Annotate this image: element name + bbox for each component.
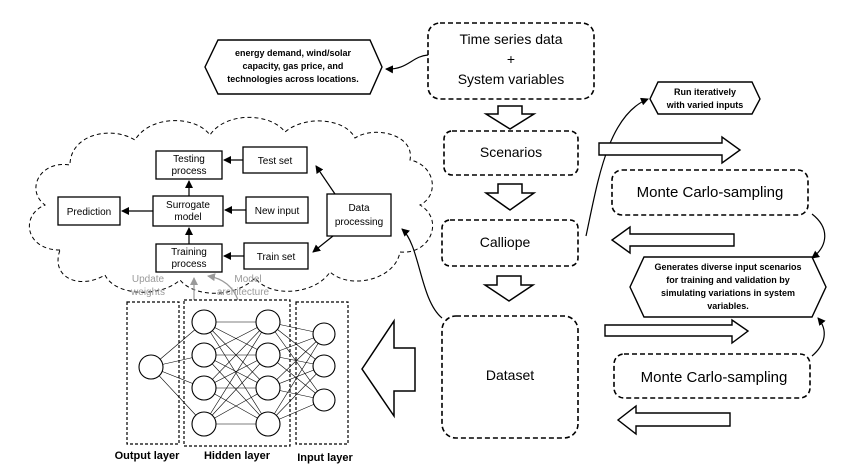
model-architecture-line2: architecture bbox=[217, 287, 270, 298]
dataset-to-network-arrow bbox=[361, 318, 416, 419]
dataset-box: Dataset bbox=[441, 315, 579, 439]
monte-carlo-bottom-box: Monte Carlo-sampling bbox=[613, 353, 811, 399]
iterate-note-line2: with varied inputs bbox=[666, 100, 744, 110]
generates-note-hexagon: Generates diverse input scenarios for tr… bbox=[629, 256, 827, 318]
training-process-box: Training process bbox=[155, 243, 223, 273]
output-layer-label: Output layer bbox=[115, 450, 181, 462]
timeseries-box: Time series data + System variables bbox=[427, 22, 595, 100]
down-arrow-1 bbox=[483, 105, 537, 130]
hidden-layer-box bbox=[183, 299, 291, 447]
test-set-label: Test set bbox=[258, 156, 293, 167]
generates-note-line2: for training and validation by bbox=[666, 275, 790, 285]
monte-carlo-top-box: Monte Carlo-sampling bbox=[611, 169, 809, 216]
surrogate-model-line1: Surrogate bbox=[166, 200, 210, 211]
monte-carlo-bottom-label: Monte Carlo-sampling bbox=[641, 369, 788, 386]
hidden2-node bbox=[255, 411, 281, 437]
montecarlo-to-generates-arrow bbox=[811, 213, 826, 259]
timeseries-line1: Time series data bbox=[460, 31, 563, 47]
scenarios-box: Scenarios bbox=[443, 130, 579, 176]
update-weights-annotation: Update weights bbox=[130, 274, 198, 300]
left-arrow-2 bbox=[616, 404, 731, 436]
model-architecture-line1: Model bbox=[234, 274, 261, 285]
monte-carlo-top-label: Monte Carlo-sampling bbox=[637, 184, 784, 201]
hidden2-node bbox=[255, 309, 281, 335]
hidden2-node bbox=[255, 342, 281, 368]
train-set-label: Train set bbox=[257, 252, 296, 263]
new-input-label: New input bbox=[255, 206, 300, 217]
hidden1-node bbox=[191, 375, 217, 401]
hidden2-node bbox=[255, 375, 281, 401]
generates-note-line1: Generates diverse input scenarios bbox=[654, 262, 801, 272]
prediction-label: Prediction bbox=[67, 207, 111, 218]
training-process-line1: Training bbox=[171, 247, 207, 258]
timeseries-line2: + bbox=[507, 51, 515, 67]
surrogate-model-line2: model bbox=[174, 212, 201, 223]
new-input-box: New input bbox=[245, 196, 309, 224]
train-set-box: Train set bbox=[243, 242, 309, 270]
hidden1-node bbox=[191, 342, 217, 368]
calliope-to-iterate-arrow bbox=[585, 97, 649, 237]
training-process-line2: process bbox=[171, 259, 206, 270]
output-node bbox=[138, 354, 164, 380]
hidden1-node bbox=[191, 411, 217, 437]
network-connections bbox=[150, 321, 325, 425]
scenarios-label: Scenarios bbox=[480, 144, 542, 160]
right-arrow-2 bbox=[604, 318, 750, 345]
down-arrow-3 bbox=[482, 275, 536, 302]
output-layer-box bbox=[126, 301, 180, 445]
prediction-box: Prediction bbox=[57, 196, 121, 226]
input-layer-label: Input layer bbox=[297, 452, 353, 464]
generates-to-montecarlo-arrow bbox=[811, 317, 826, 357]
network-nodes bbox=[138, 309, 336, 437]
dataset-label: Dataset bbox=[486, 367, 534, 383]
testing-process-line2: process bbox=[171, 166, 206, 177]
calliope-box: Calliope bbox=[441, 219, 579, 267]
calliope-label: Calliope bbox=[480, 234, 531, 250]
hidden1-node bbox=[191, 309, 217, 335]
left-arrow-1 bbox=[610, 225, 735, 255]
timeseries-line3: System variables bbox=[458, 71, 565, 87]
inputs-note-line3: technologies across locations. bbox=[227, 74, 359, 84]
update-weights-line1: Update bbox=[132, 274, 165, 285]
dataset-to-processing-arrow bbox=[401, 228, 443, 319]
right-arrow-1 bbox=[598, 135, 742, 165]
inputs-note-hexagon: energy demand, wind/solar capacity, gas … bbox=[204, 39, 383, 95]
timeseries-to-note-arrow bbox=[385, 54, 429, 74]
testing-process-line1: Testing bbox=[173, 154, 205, 165]
input-layer-box bbox=[295, 301, 349, 445]
hidden-layer-label: Hidden layer bbox=[204, 450, 271, 462]
surrogate-model-box: Surrogate model bbox=[152, 195, 224, 227]
update-weights-line2: weights bbox=[130, 287, 165, 298]
iterate-note-hexagon: Run iteratively with varied inputs bbox=[649, 81, 761, 115]
iterate-note-line1: Run iteratively bbox=[674, 87, 736, 97]
input-node bbox=[312, 322, 336, 346]
input-node bbox=[312, 354, 336, 378]
surrogate-cloud bbox=[28, 116, 433, 294]
input-node bbox=[312, 388, 336, 412]
inputs-note-line1: energy demand, wind/solar bbox=[235, 48, 352, 58]
data-processing-box: Data processing bbox=[326, 193, 392, 237]
surrogate-arrows bbox=[121, 156, 336, 260]
test-set-box: Test set bbox=[242, 146, 308, 174]
generates-note-line4: variables. bbox=[707, 301, 749, 311]
data-processing-line2: processing bbox=[335, 217, 383, 228]
generates-note-line3: simulating variations in system bbox=[661, 288, 795, 298]
down-arrow-2 bbox=[483, 183, 537, 211]
model-architecture-annotation: Model architecture bbox=[207, 273, 270, 301]
inputs-note-line2: capacity, gas price, and bbox=[243, 61, 344, 71]
data-processing-line1: Data bbox=[348, 203, 370, 214]
testing-process-box: Testing process bbox=[155, 150, 223, 180]
